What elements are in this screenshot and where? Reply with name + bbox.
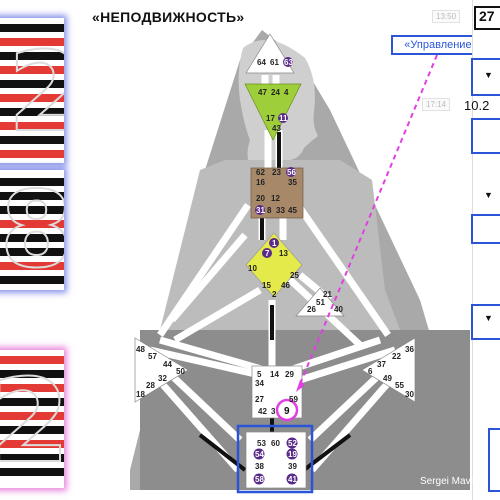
hexagram-number-glyph: 8 [0, 170, 64, 290]
gate-number: 24 [271, 88, 280, 97]
page-title: «НЕПОДВИЖНОСТЬ» [92, 9, 245, 25]
timestamp: 17:14 [422, 98, 451, 111]
value-display: 10.2 [464, 98, 490, 113]
gate-number: 34 [255, 379, 264, 388]
gate-number: 38 [255, 462, 264, 471]
g-center [245, 232, 303, 298]
gate-number: 45 [288, 206, 297, 215]
hexagram-number-glyph: 2 [0, 355, 64, 488]
gate-number: 54 [255, 450, 264, 459]
annotation-label: «Управление» [391, 35, 491, 55]
gate-number: 50 [176, 367, 185, 376]
gate-number: 23 [272, 168, 281, 177]
dropdown-select[interactable] [471, 214, 500, 244]
gate-number: 20 [256, 194, 265, 203]
gate-number: 19 [288, 450, 297, 459]
gate-number: 63 [284, 58, 293, 67]
gate-number: 53 [257, 439, 266, 448]
hexagram-card-bottom: 2 [0, 350, 64, 488]
author-credit: Sergei Mavlat [420, 476, 482, 487]
gate-number: 12 [271, 194, 280, 203]
gate-number: 8 [267, 206, 272, 215]
gate-number: 46 [281, 281, 290, 290]
gate-number: 33 [276, 206, 285, 215]
gate-number: 42 [258, 407, 267, 416]
gate-number: 41 [288, 475, 297, 484]
value-display: 27 [474, 6, 500, 30]
gate-number: 31 [256, 206, 265, 215]
hexagram-number-glyph: 2 [7, 28, 64, 156]
gate-labels: 64 61 63 47 24 4 17 11 43 62 23 56 16 35… [136, 57, 414, 485]
gate-number: 17 [266, 114, 275, 123]
gate-number: 35 [288, 178, 297, 187]
gate-number: 1 [272, 239, 277, 248]
dropdown-select[interactable] [471, 304, 500, 340]
chevron-down-icon: ▼ [484, 190, 493, 200]
gate-number: 43 [272, 124, 281, 133]
gate-number: 48 [136, 345, 145, 354]
gate-number: 32 [158, 374, 167, 383]
gate-number: 7 [265, 249, 270, 258]
ajna-center [244, 83, 302, 141]
gate-number: 61 [270, 58, 279, 67]
gate-number: 25 [290, 271, 299, 280]
gate-number: 16 [256, 178, 265, 187]
gate-number: 14 [270, 370, 279, 379]
dropdown-select[interactable] [471, 58, 500, 96]
hexagram-card-top: 2 [0, 18, 64, 163]
gate-number: 9 [284, 406, 290, 417]
gate-number: 29 [285, 370, 294, 379]
gate-number: 56 [287, 168, 296, 177]
gate-number: 36 [405, 345, 414, 354]
gate-number: 57 [148, 352, 157, 361]
gate-number: 18 [136, 390, 145, 399]
gate-number: 40 [334, 305, 343, 314]
gate-number: 58 [255, 475, 264, 484]
gate-number: 3 [271, 407, 276, 416]
gate-number: 6 [368, 367, 373, 376]
gate-number: 13 [279, 249, 288, 258]
gate-number: 10 [248, 264, 257, 273]
gate-number: 5 [257, 370, 262, 379]
gate-number: 39 [288, 462, 297, 471]
timestamp: 13:50 [432, 10, 461, 23]
gate-9-highlight [275, 398, 299, 422]
gate-number: 4 [284, 88, 289, 97]
solar-plexus-center [361, 337, 416, 403]
gate-number: 28 [146, 381, 155, 390]
gate-number: 11 [279, 114, 288, 123]
gate-number: 49 [383, 374, 392, 383]
gate-number: 59 [289, 395, 298, 404]
gate-number: 22 [392, 352, 401, 361]
gate-number: 37 [377, 360, 386, 369]
gate-number: 55 [395, 381, 404, 390]
gate-number: 47 [258, 88, 267, 97]
gate-number: 52 [288, 439, 297, 448]
chevron-down-icon: ▼ [484, 70, 493, 80]
gate-number: 30 [405, 390, 414, 399]
gate-number: 2 [272, 290, 277, 299]
gate-number: 44 [163, 360, 172, 369]
gate-number: 26 [307, 305, 316, 314]
root-highlight-box [236, 424, 314, 494]
chevron-down-icon: ▼ [484, 313, 493, 323]
gate-number: 51 [316, 298, 325, 307]
gate-number: 62 [256, 168, 265, 177]
gate-number: 27 [255, 395, 264, 404]
dropdown-select[interactable] [471, 118, 500, 154]
gate-number: 15 [262, 281, 271, 290]
gate-number: 64 [257, 58, 266, 67]
gate-number: 60 [271, 439, 280, 448]
hexagram-card-middle: 8 [0, 170, 64, 290]
dropdown-select[interactable] [488, 428, 500, 492]
gate-number: 21 [323, 290, 332, 299]
spleen-center [134, 337, 189, 403]
